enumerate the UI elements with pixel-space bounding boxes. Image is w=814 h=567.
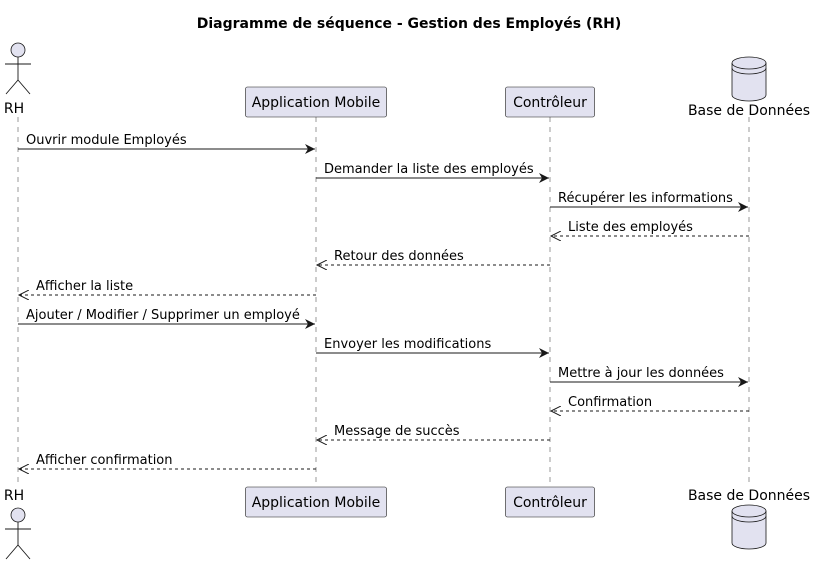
message-5: Retour des données xyxy=(317,249,550,265)
message-1: Ouvrir module Employés xyxy=(18,133,315,154)
database-rim xyxy=(731,62,767,70)
participants-bottom: RH Application Mobile Contrôleur Base de Do… xyxy=(4,486,810,560)
participant-label: Contrôleur xyxy=(513,495,587,511)
lifelines xyxy=(17,117,750,487)
message-2: Demander la liste des employés xyxy=(316,162,549,183)
actor-leg-left xyxy=(5,544,19,560)
message-7: Ajouter / Modifier / Supprimer un employ… xyxy=(18,308,315,329)
message-label: Récupérer les informations xyxy=(558,191,733,206)
participant-label: Base de Données xyxy=(688,488,810,504)
participant-box xyxy=(245,86,387,118)
message-label: Ouvrir module Employés xyxy=(26,133,187,148)
message-label: Ajouter / Modifier / Supprimer un employ… xyxy=(26,308,300,323)
message-label: Mettre à jour les données xyxy=(558,366,724,381)
actor-leg-right xyxy=(17,79,31,95)
participant-ctrl-top: Contrôleur xyxy=(505,86,595,118)
message-6: Afficher la liste xyxy=(19,279,316,295)
message-4: Liste des employés xyxy=(551,220,749,236)
participant-app-bottom: Application Mobile xyxy=(245,486,387,518)
participant-box xyxy=(505,486,595,518)
participant-box xyxy=(505,86,595,118)
message-label: Retour des données xyxy=(334,249,464,264)
participant-box xyxy=(245,486,387,518)
message-8: Envoyer les modifications xyxy=(316,337,549,358)
message-label: Confirmation xyxy=(568,395,652,410)
database-db-top: Base de Données xyxy=(688,56,810,119)
participant-label: RH xyxy=(4,488,24,504)
diagram-title: Diagramme de séquence - Gestion des Empl… xyxy=(197,16,622,32)
message-label: Afficher confirmation xyxy=(36,453,173,468)
message-11: Message de succès xyxy=(317,424,550,440)
database-cylinder-icon xyxy=(731,56,767,102)
participant-label: Base de Données xyxy=(688,103,810,119)
database-db-bottom: Base de Données xyxy=(688,488,810,550)
database-rim xyxy=(731,510,767,518)
participant-label: Application Mobile xyxy=(252,95,381,111)
database-band xyxy=(731,67,767,75)
message-label: Message de succès xyxy=(334,424,460,439)
actor-head xyxy=(10,507,26,523)
actor-leg-right xyxy=(17,544,31,560)
message-12: Afficher confirmation xyxy=(19,453,316,469)
actor-rh-bottom: RH xyxy=(4,488,31,560)
participant-ctrl-bottom: Contrôleur xyxy=(505,486,595,518)
message-9: Mettre à jour les données xyxy=(550,366,748,387)
message-3: Récupérer les informations xyxy=(550,191,748,212)
message-label: Afficher la liste xyxy=(36,279,133,294)
actor-head xyxy=(10,42,26,58)
message-label: Envoyer les modifications xyxy=(324,337,491,352)
participant-label: Application Mobile xyxy=(252,495,381,511)
message-10: Confirmation xyxy=(551,395,749,411)
actor-rh-top: RH xyxy=(4,42,31,117)
participant-label: Contrôleur xyxy=(513,95,587,111)
message-label: Liste des employés xyxy=(568,220,693,235)
database-band xyxy=(731,515,767,523)
message-label: Demander la liste des employés xyxy=(324,162,534,177)
participant-label: RH xyxy=(4,101,24,117)
participant-app-top: Application Mobile xyxy=(245,86,387,118)
database-cylinder-icon xyxy=(731,504,767,550)
actor-leg-left xyxy=(5,79,19,95)
